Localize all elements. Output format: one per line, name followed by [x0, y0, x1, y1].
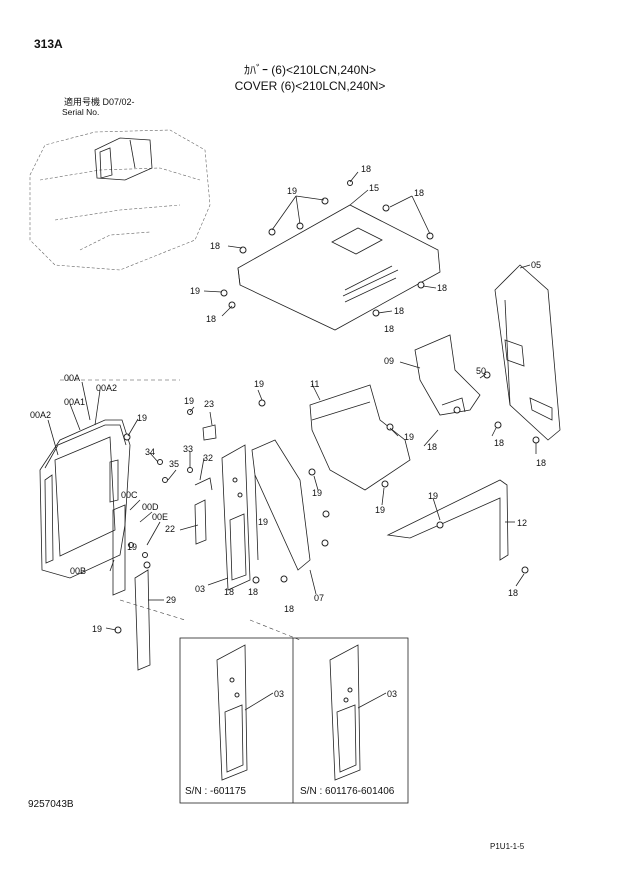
- callout-19: 19: [258, 517, 268, 527]
- callout-18: 18: [427, 442, 437, 452]
- callout-19: 19: [190, 286, 200, 296]
- callout-19: 19: [404, 432, 414, 442]
- callout-19: 19: [287, 186, 297, 196]
- callout-18: 18: [394, 306, 404, 316]
- callout-18: 18: [361, 164, 371, 174]
- callout-29: 29: [166, 595, 176, 605]
- callout-19: 19: [92, 624, 102, 634]
- callout-11: 11: [310, 379, 319, 389]
- callout-15: 15: [369, 183, 379, 193]
- panel-03-assembly: [187, 399, 266, 591]
- callout-00B: 00B: [70, 566, 86, 576]
- callout-18: 18: [206, 314, 216, 324]
- callout-19: 19: [428, 491, 438, 501]
- inset-caption-right: S/N : 601176-601406: [300, 786, 395, 797]
- callout-23: 23: [204, 399, 214, 409]
- callout-33: 33: [183, 444, 193, 454]
- title-japanese: ｶﾊﾞｰ (6)<210LCN,240N>: [243, 63, 377, 77]
- callout-00A: 00A: [64, 373, 80, 383]
- callout-19: 19: [127, 542, 137, 552]
- serial-variant-inset: [179, 637, 409, 804]
- rear-side-panel: [483, 264, 561, 444]
- callout-18: 18: [284, 604, 294, 614]
- vertical-post-29: [114, 561, 151, 671]
- inset-caption-left: S/N : -601175: [185, 786, 246, 797]
- callout-00D: 00D: [142, 502, 159, 512]
- callout-03: 03: [274, 689, 284, 699]
- callout-19: 19: [137, 413, 147, 423]
- callout-labels: 18 15 18 19 18 19 18 18 18 05 18 09 50 0…: [30, 164, 546, 699]
- serial-range-label: 適用号機 D07/02-: [64, 97, 135, 107]
- callout-50: 50: [476, 366, 486, 376]
- callout-00A2: 00A2: [30, 410, 51, 420]
- drawing-number: 9257043B: [28, 799, 74, 810]
- callout-22: 22: [165, 524, 175, 534]
- door-assembly-00A: [39, 419, 131, 579]
- callout-32: 32: [203, 453, 213, 463]
- callout-18: 18: [224, 587, 234, 597]
- callout-34: 34: [145, 447, 155, 457]
- callout-00E: 00E: [152, 512, 168, 522]
- callout-18: 18: [384, 324, 394, 334]
- callout-00A1: 00A1: [64, 397, 85, 407]
- page-id: 313A: [34, 37, 63, 51]
- callout-35: 35: [169, 459, 179, 469]
- callout-12: 12: [517, 518, 527, 528]
- callout-18: 18: [536, 458, 546, 468]
- callout-03: 03: [387, 689, 397, 699]
- side-cover-07: [251, 439, 330, 583]
- top-cover-plate: [220, 180, 441, 331]
- callout-18: 18: [508, 588, 518, 598]
- callout-03: 03: [195, 584, 205, 594]
- callout-19: 19: [254, 379, 264, 389]
- leader-lines: [47, 171, 537, 631]
- callout-18: 18: [248, 587, 258, 597]
- callout-00C: 00C: [121, 490, 138, 500]
- callout-19: 19: [312, 488, 322, 498]
- callout-05: 05: [531, 260, 541, 270]
- callout-18: 18: [494, 438, 504, 448]
- callout-00A2: 00A2: [96, 383, 117, 393]
- mounting-bracket-09: [414, 334, 481, 416]
- callout-18: 18: [210, 241, 220, 251]
- support-bracket-12: [386, 479, 529, 574]
- page-code: P1U1-1-5: [490, 842, 525, 851]
- callout-07: 07: [314, 593, 324, 603]
- title-english: COVER (6)<210LCN,240N>: [234, 79, 386, 93]
- serial-number-label: Serial No.: [62, 107, 100, 117]
- guide-plate-11: [308, 384, 411, 491]
- assembly-guide-lines: [60, 379, 301, 641]
- door-hardware: [109, 459, 168, 596]
- callout-18: 18: [414, 188, 424, 198]
- callout-19: 19: [184, 396, 194, 406]
- callout-18: 18: [437, 283, 447, 293]
- machine-silhouette: [29, 129, 211, 271]
- callout-09: 09: [384, 356, 394, 366]
- callout-19: 19: [375, 505, 385, 515]
